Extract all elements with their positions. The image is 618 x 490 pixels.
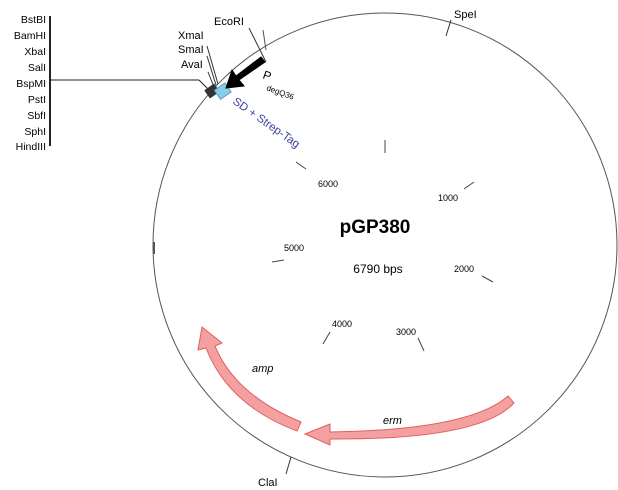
- mcs-site-label: BamHI: [14, 30, 46, 42]
- site-clai: ClaI: [258, 456, 292, 489]
- feature-erm: erm: [303, 395, 515, 446]
- tick-label: 4000: [332, 319, 352, 329]
- plasmid-name: pGP380: [340, 217, 411, 238]
- mcs-site-label: BstBI: [21, 14, 46, 26]
- amp-label: amp: [252, 363, 273, 375]
- erm-arrow: [303, 395, 515, 446]
- tick-mark-6000: [295, 161, 307, 170]
- scale-ticks: 1000 2000 3000 4000 5000 6000: [271, 140, 494, 352]
- mcs-block: [204, 83, 220, 99]
- tick-mark-3000: [417, 337, 425, 352]
- tick-mark-5000: [271, 259, 285, 263]
- mcs-site-label: PstI: [28, 94, 46, 106]
- tick-label: 5000: [284, 243, 304, 253]
- site-spei: SpeI: [445, 9, 477, 37]
- mcs-site-label: SalI: [28, 62, 46, 74]
- tick-label: 1000: [438, 193, 458, 203]
- site-label: EcoRI: [214, 16, 244, 28]
- tick-label: 2000: [454, 264, 474, 274]
- mcs-site-label: SphI: [24, 126, 46, 138]
- tick-label: 6000: [318, 179, 338, 189]
- mcs-site-list: BstBI BamHI XbaI SalI BspMI PstI SbfI Sp…: [14, 14, 213, 153]
- tick-mark-4000: [322, 331, 331, 345]
- site-label: SmaI: [178, 44, 204, 56]
- mcs-site-label: BspMI: [16, 78, 46, 90]
- mcs-site-label: HindIII: [16, 141, 46, 153]
- site-label: XmaI: [178, 30, 204, 42]
- promoter-subscript: degQ36: [265, 83, 295, 101]
- mcs-site-label: XbaI: [24, 46, 46, 58]
- site-cluster-avai: XmaI SmaI AvaI: [178, 30, 219, 88]
- site-label: AvaI: [181, 59, 203, 71]
- tick-label: 3000: [396, 327, 416, 337]
- backbone-mark: [262, 29, 267, 51]
- backbone-circle: [152, 12, 618, 478]
- plasmid-size: 6790 bps: [353, 262, 402, 276]
- feature-amp: amp: [197, 326, 302, 432]
- promoter-label: P: [261, 68, 273, 84]
- amp-arrow: [197, 326, 302, 432]
- mcs-site-label: SbfI: [27, 110, 46, 122]
- erm-label: erm: [383, 415, 402, 427]
- site-label: SpeI: [454, 9, 477, 21]
- site-label: ClaI: [258, 477, 278, 489]
- tick-mark-1000: [463, 181, 475, 190]
- tick-mark-2000: [481, 275, 494, 283]
- promoter-arrow: [225, 56, 266, 89]
- strep-tag-label: SD + Strep-Tag: [230, 96, 302, 151]
- site-ecori: EcoRI: [214, 16, 267, 63]
